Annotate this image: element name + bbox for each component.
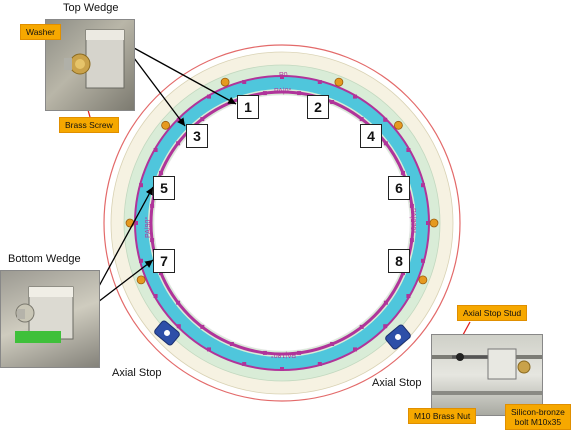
magenta-marker [176,324,181,329]
magenta-marker [150,203,155,208]
position-5: 5 [153,176,175,200]
magenta-marker [159,271,163,276]
screw-marker [393,120,403,130]
magenta-marker [421,258,425,263]
axial-stop-stud-callout: Axial Stop Stud [457,305,528,321]
arrow-top-wedge-to-3 [133,57,186,127]
magenta-marker [421,183,425,188]
magenta-marker [280,367,284,371]
position-7: 7 [153,249,175,273]
magenta-marker [317,80,322,84]
magenta-marker [139,183,143,188]
magenta-marker [297,350,302,355]
screw-markers [125,77,439,285]
arrow-bottom-wedge-to-7 [97,259,154,303]
magenta-marker [406,148,411,152]
magenta-marker [242,362,247,366]
bottom-wedge-illustration [15,286,74,343]
screw-marker [220,77,230,87]
magenta-marker [207,94,211,99]
magenta-marker [139,258,143,263]
screw-marker [161,120,171,130]
magenta-marker [383,300,388,305]
screw-marker [136,275,146,285]
magenta-marker [262,91,267,96]
position-1: 1 [237,95,259,119]
ring-text-pa90: PA|90° [144,217,152,238]
magenta-marker [383,141,388,146]
magenta-marker [406,294,411,298]
magenta-marker [229,342,234,346]
position-3: 3 [186,124,208,148]
magenta-marker [317,362,322,366]
magenta-marker [207,347,211,352]
arrow-bottom-wedge-to-5 [97,186,154,289]
bottom-wedge-label: Bottom Wedge [8,253,81,265]
top-wedge-illustration [64,29,125,89]
position-6: 6 [388,176,410,200]
m10-brass-nut-callout: M10 Brass Nut [408,408,477,424]
bottom-wedge-photo [0,270,100,368]
magenta-marker [359,324,364,329]
magenta-marker [330,100,335,104]
magenta-marker [153,148,158,152]
ring-text-pa180: PA|180° [271,351,296,359]
axial-stop-illustration [432,348,542,395]
magenta-marker [297,91,302,96]
magenta-marker [359,117,364,122]
screw-marker [334,77,344,87]
magenta-marker [409,238,414,243]
magenta-marker [401,271,405,276]
bolt-callout-line1: Silicon-bronze [511,407,565,417]
magenta-marker [134,221,138,225]
magenta-marker [153,294,158,298]
magenta-marker [426,221,430,225]
ring-text-pa0: PA|0° [274,87,292,95]
position-8: 8 [388,249,410,273]
magenta-marker [383,117,388,122]
washer-callout: Washer [20,24,61,40]
axial-stop-photo [431,334,543,416]
ring-inner-area [153,94,411,352]
magenta-marker [262,350,267,355]
magenta-marker [200,117,205,122]
magenta-ring-inner [149,90,415,356]
axial-stop-right-block [385,324,411,350]
bolt-callout-line2: bolt M10x35 [514,417,562,427]
outer-red-ring [103,44,461,402]
ring-text-p0: P0 [279,72,288,79]
axial-stop-right-label: Axial Stop [372,377,422,389]
magenta-marker [242,80,247,84]
magenta-marker [330,342,335,346]
screw-marker [418,275,428,285]
magenta-marker [401,170,405,175]
magenta-marker [200,324,205,329]
magenta-marker [150,238,155,243]
arrow-top-wedge-to-1 [133,47,237,105]
magenta-marker [280,75,284,79]
position-2: 2 [307,95,329,119]
magenta-marker [176,141,181,146]
magenta-marker [409,203,414,208]
brass-screw-callout: Brass Screw [59,117,119,133]
ring-text-pa270: PA|270° [409,208,417,233]
bolt-callout: Silicon-bronze bolt M10x35 [505,404,571,430]
blue-band [136,77,428,369]
top-wedge-label: Top Wedge [63,2,119,14]
magenta-marker [383,324,388,329]
magenta-marker [159,170,163,175]
axial-stop-left-block [154,320,180,346]
magenta-marker [353,94,357,99]
screw-marker [429,218,439,228]
magenta-marker [176,300,181,305]
position-4: 4 [360,124,382,148]
axial-stop-left-label: Axial Stop [112,367,162,379]
magenta-marker [353,347,357,352]
